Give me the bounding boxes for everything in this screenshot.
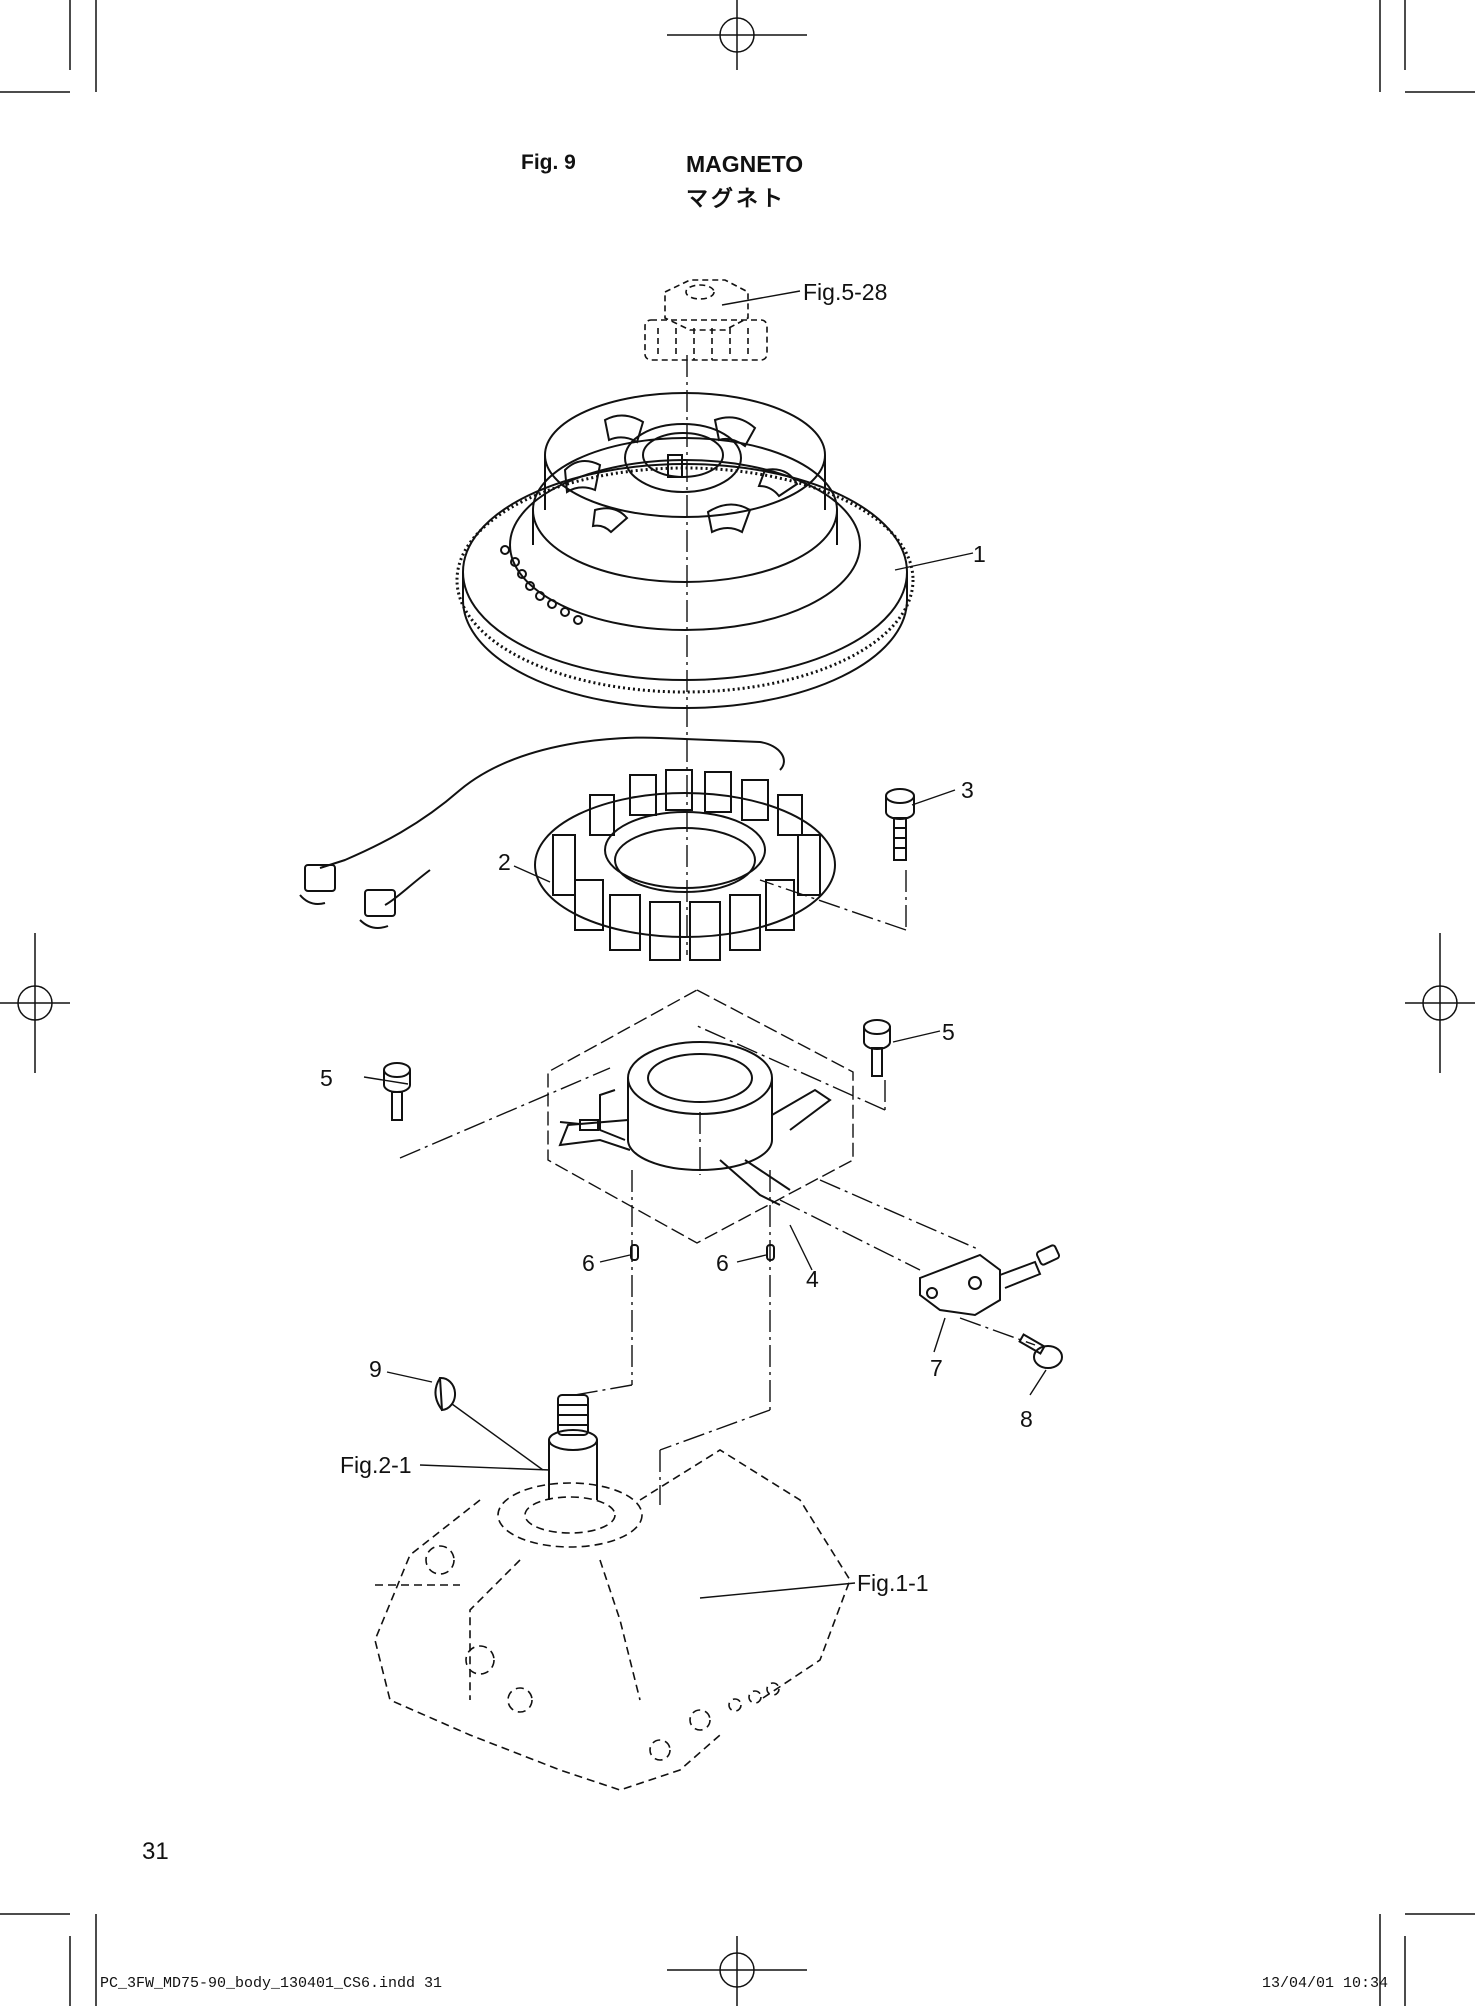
base-bolt-right: [863, 1019, 891, 1077]
stator-lead-wire: [299, 736, 785, 929]
stator-bolt: [885, 788, 915, 861]
registration-mark-left: [0, 933, 70, 1073]
stator-assembly: [534, 769, 836, 961]
callout-fig2-1: Fig.2-1: [340, 1452, 412, 1478]
callout-part-9: 9: [369, 1356, 382, 1382]
figure-number: Fig. 9: [521, 151, 576, 174]
stator-base: [558, 1041, 832, 1206]
callout-part-8: 8: [1020, 1406, 1033, 1432]
crankcase: [374, 1449, 851, 1791]
registration-mark-bottom: [667, 1936, 807, 2006]
woodruff-key: [434, 1376, 456, 1412]
leader-lines: [363, 290, 1047, 1599]
callout-part-7: 7: [930, 1355, 943, 1381]
callout-part-3: 3: [961, 777, 974, 803]
callout-part-5-left: 5: [320, 1065, 333, 1091]
page-number: 31: [142, 1838, 169, 1865]
callout-part-2: 2: [498, 849, 511, 875]
callout-fig5-28: Fig.5-28: [803, 279, 888, 305]
base-bolt-left: [383, 1062, 411, 1121]
flywheel-nut: [644, 279, 768, 361]
base-outline-box: [547, 989, 854, 1244]
assembly-lines: [399, 355, 1036, 1505]
dowel-pin-left: [630, 1244, 639, 1261]
pulser-screw: [1018, 1333, 1063, 1369]
flywheel-magneto: [455, 392, 915, 709]
callout-part-6-right: 6: [716, 1250, 729, 1276]
callout-fig1-1: Fig.1-1: [857, 1570, 929, 1596]
registration-mark-top: [667, 0, 807, 70]
callout-part-6-left: 6: [582, 1250, 595, 1276]
callout-part-4: 4: [806, 1266, 819, 1292]
file-slug: PC_3FW_MD75-90_body_130401_CS6.indd 31: [100, 1975, 443, 1992]
registration-mark-right: [1405, 933, 1475, 1073]
figure-title-japanese: マグネト: [686, 186, 787, 211]
figure-title: MAGNETO: [686, 151, 804, 177]
date-slug: 13/04/01 10:34: [1262, 1975, 1389, 1992]
callout-part-1: 1: [973, 541, 986, 567]
callout-part-5-right: 5: [942, 1019, 955, 1045]
pulser-coil: [919, 1244, 1061, 1317]
